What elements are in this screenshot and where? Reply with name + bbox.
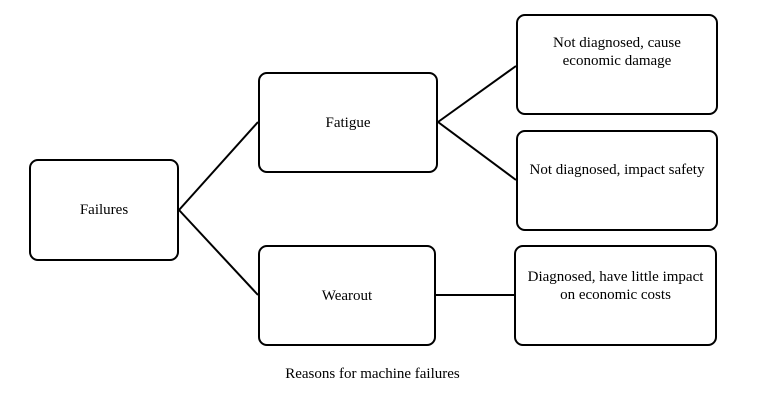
node-failures: Failures bbox=[29, 159, 179, 261]
edge-fatigue-safety bbox=[437, 121, 517, 181]
node-wearout: Wearout bbox=[258, 245, 436, 346]
node-fatigue: Fatigue bbox=[258, 72, 438, 173]
node-diagnosed-little-impact: Diagnosed, have little impact on economi… bbox=[514, 245, 717, 346]
edge-failures-wearout bbox=[178, 209, 259, 296]
edge-failures-fatigue bbox=[178, 121, 259, 211]
node-failures-label: Failures bbox=[79, 202, 129, 218]
node-diagnosed-little-impact-label: Diagnosed, have little impact on economi… bbox=[527, 268, 704, 303]
diagram-caption: Reasons for machine failures bbox=[285, 366, 460, 382]
edge-fatigue-economic bbox=[437, 65, 517, 123]
node-not-diagnosed-economic-damage-label: Not diagnosed, cause economic damage bbox=[553, 34, 681, 69]
node-not-diagnosed-impact-safety: Not diagnosed, impact safety bbox=[516, 130, 718, 231]
node-not-diagnosed-economic-damage: Not diagnosed, cause economic damage bbox=[516, 14, 718, 115]
node-fatigue-label: Fatigue bbox=[325, 114, 371, 131]
node-not-diagnosed-impact-safety-label: Not diagnosed, impact safety bbox=[529, 161, 705, 178]
node-wearout-label: Wearout bbox=[321, 287, 373, 304]
